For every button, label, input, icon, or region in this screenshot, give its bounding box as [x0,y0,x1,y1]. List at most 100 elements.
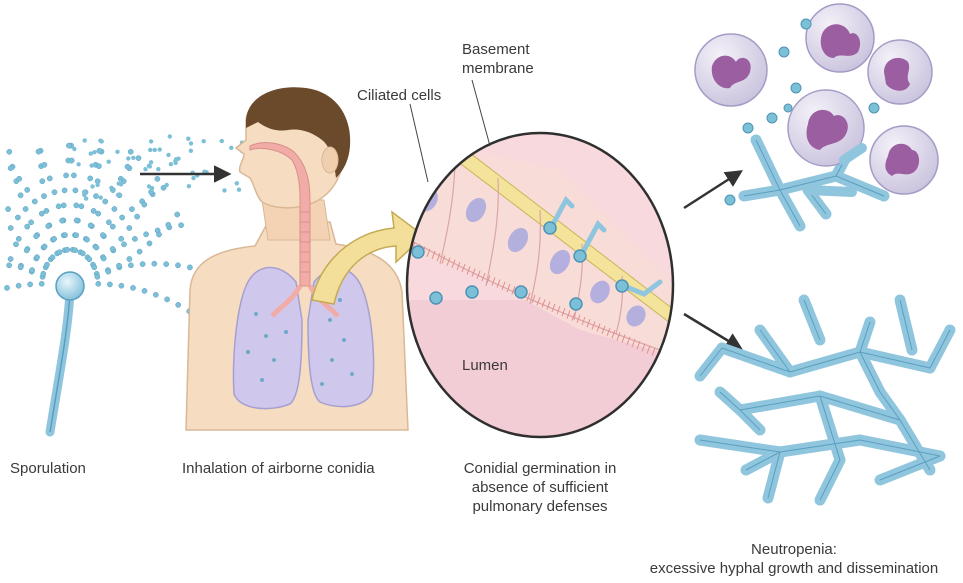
inhalation-label: Inhalation of airborne conidia [182,459,375,478]
lung-conidium [342,338,346,342]
sporulation-label: Sporulation [10,459,86,478]
airborne-conidium [189,149,193,153]
conidium-dot [153,292,158,297]
ciliated-cells-label: Ciliated cells [357,86,441,105]
conidium-dot [176,302,181,307]
conidium-dot [101,256,106,261]
conidium-dot [179,223,184,228]
airborne-conidium [116,193,120,197]
conidium-dot [16,236,21,241]
conidium-dot [142,288,147,293]
conidium-dot [32,199,37,204]
germination-label: Conidial germination in absence of suffi… [440,459,640,516]
conidium-dot [175,263,180,268]
conidium-dot [50,255,55,260]
airborne-conidium [95,183,99,187]
conidium-dot [130,285,135,290]
conidium-dot [57,250,62,255]
conidium-dot [96,164,101,169]
conidium-dot [107,282,112,287]
airborne-conidium [107,160,111,164]
conidium-dot [23,206,28,211]
conidium-dot [91,208,96,213]
conidium-dot [119,283,124,288]
conidium-dot [127,225,132,230]
conidium-dot [165,297,170,302]
hypha-outline [930,330,950,368]
lung-conidium [284,330,288,334]
airborne-conidium [149,139,153,143]
conidium-dot [97,148,102,153]
conidium-dot [93,194,98,199]
conidium-dot [7,263,12,268]
conidium-dot [96,281,101,286]
airborne-conidium [158,147,162,151]
conidium-dot [25,187,30,192]
conidium-dot [60,218,65,223]
conidium-dot [110,246,115,251]
conidium-dot [106,269,111,274]
lung-conidium [338,298,342,302]
conidium-dot [129,207,134,212]
conidium-dot [79,204,84,209]
conidium-dot [17,176,22,181]
conidium-dot [74,218,79,223]
neutropenia-line-2: excessive hyphal growth and disseminatio… [632,559,956,578]
conidium-dot [64,173,69,178]
lung-conidium [350,372,354,376]
conidium-dot [62,188,67,193]
airborne-conidium [229,146,233,150]
conidium-dot [92,265,97,270]
airborne-conidium [168,134,172,138]
conidium-dot [44,208,49,213]
germination-line-3: pulmonary defenses [440,497,640,516]
lung-conidium [254,312,258,316]
basement-membrane-pointer [472,80,490,146]
hyphal-network-illustration [700,300,950,500]
conidium-dot [42,162,47,167]
airborne-conidium [186,137,190,141]
conidium-dot [29,268,34,273]
airborne-conidium [153,148,157,152]
lung-conidium [328,318,332,322]
conidium-dot [121,242,126,247]
airborne-conidium [92,150,96,154]
lung-conidium [330,358,334,362]
spore-chains [4,143,192,314]
conidium-dot [116,263,121,268]
conidium-dot [88,223,93,228]
conidium-dot [166,222,171,227]
conidium-dot [47,176,52,181]
airborne-conidium [220,139,224,143]
conidium-dot [144,232,149,237]
conidium-dot [74,233,79,238]
lung-conidium [264,334,268,338]
conidium-dot [110,224,115,229]
hypha-outline [790,352,860,372]
lumen-label: Lumen [462,356,508,375]
airborne-conidium [235,181,239,185]
germination-line-1: Conidial germination in [440,459,640,478]
conidium-dot [16,283,21,288]
conidium-dot [73,248,78,253]
conidium-dot [128,149,133,154]
conidium-dot [119,236,124,241]
airborne-conidium [169,162,173,166]
conidium-dot [128,263,133,268]
basement-line-1: Basement [462,40,534,59]
airborne-conidium [202,139,206,143]
airborne-conidium [189,141,193,145]
airborne-conidium [191,176,195,180]
conidium-dot [164,262,169,267]
airborne-conidium [156,167,160,171]
conidium-dot [187,265,192,270]
basement-membrane-label: Basement membrane [462,40,534,78]
conidium-dot [88,176,93,181]
airborne-conidium [143,167,147,171]
hypha-outline [820,460,840,500]
conidium-dot [8,225,13,230]
airborne-conidium [237,188,241,192]
airborne-conidium [174,161,178,165]
conidium-dot [41,271,46,276]
conidium-dot [103,199,108,204]
